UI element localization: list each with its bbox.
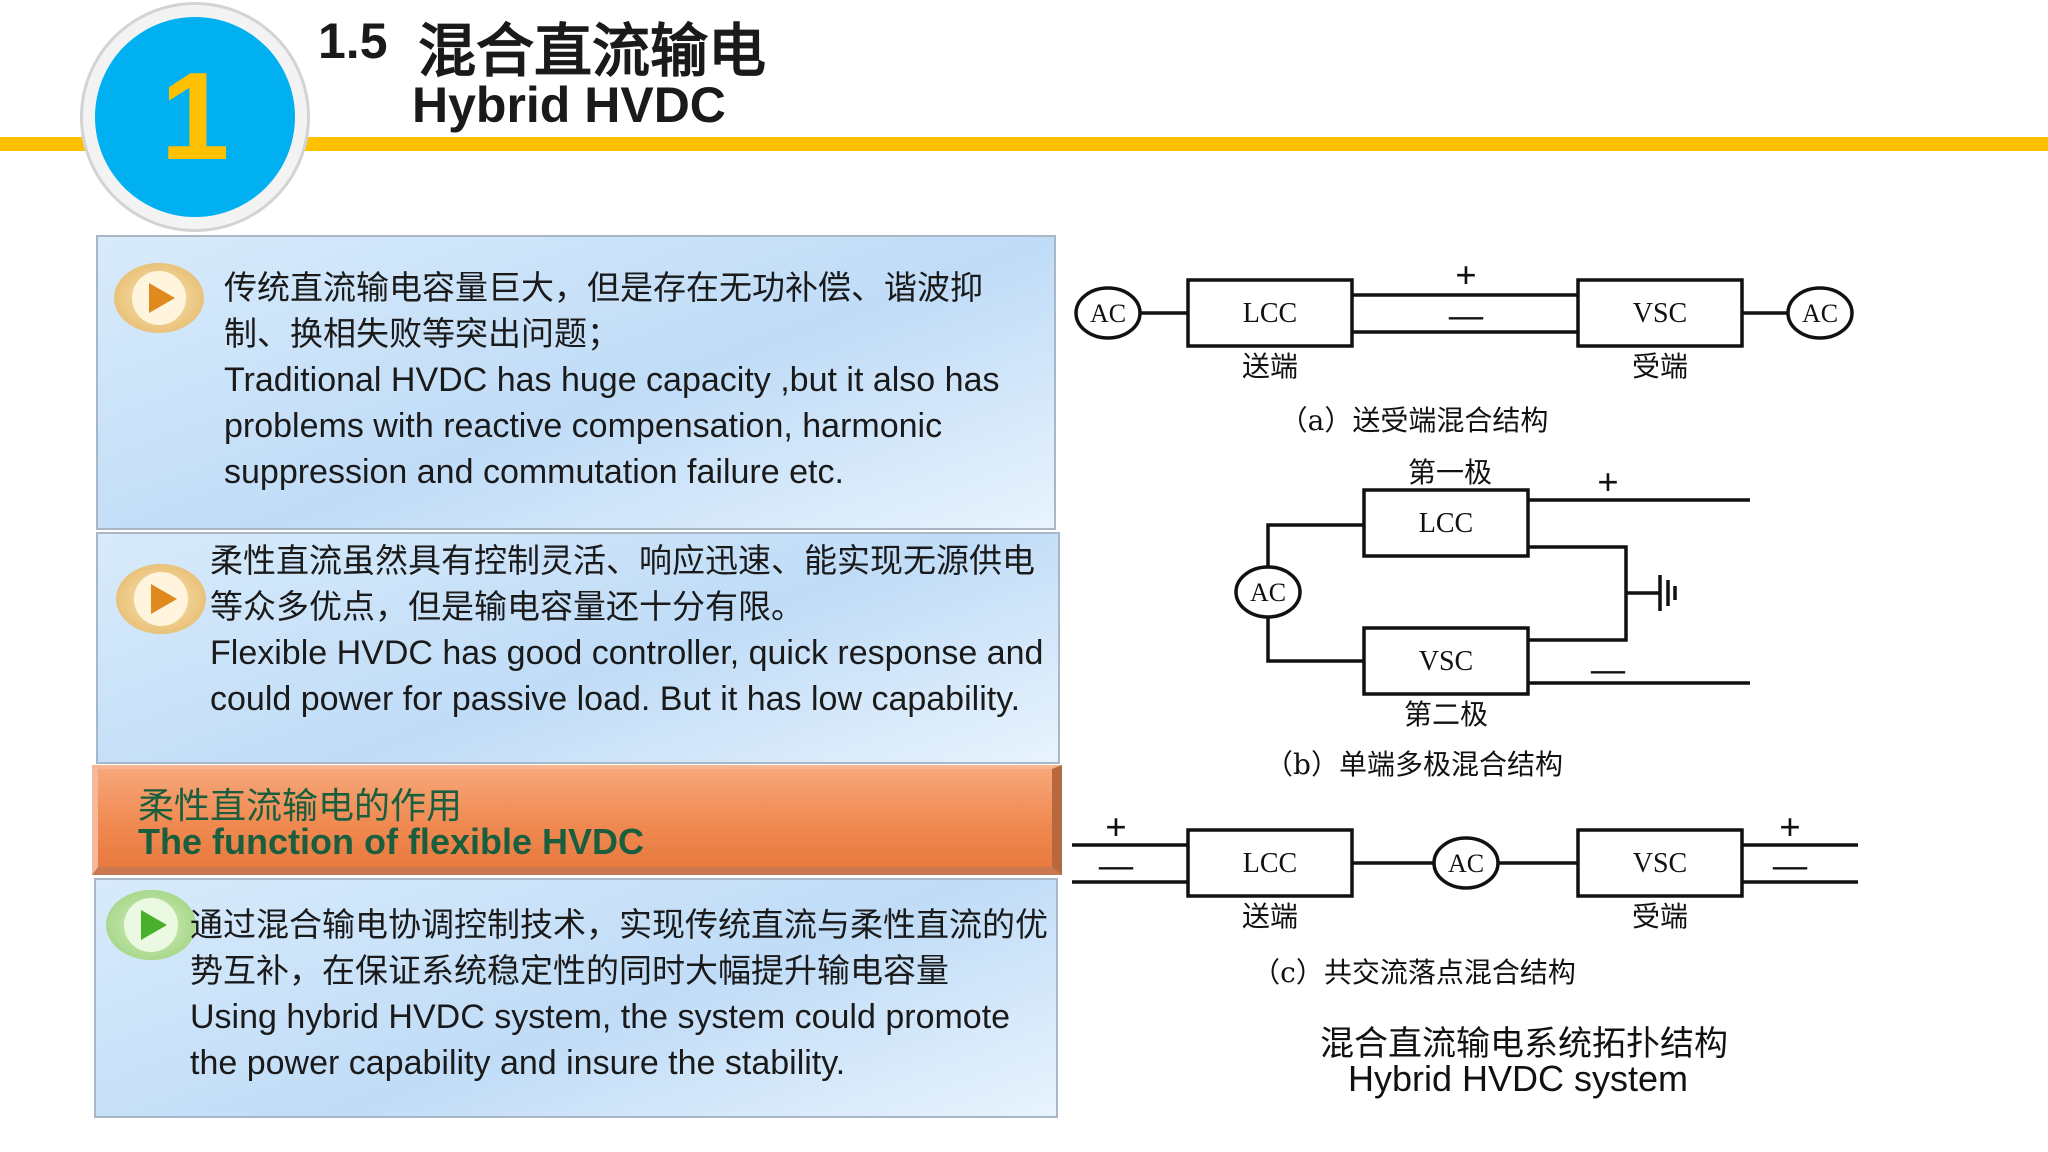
polarity-minus: — xyxy=(1448,297,1484,334)
lcc-label: LCC xyxy=(1243,298,1297,329)
section-number: 1.5 xyxy=(318,13,388,69)
panel-text-cn: 通过混合输电协调控制技术，实现传统直流与柔性直流的优势互补，在保证系统稳定性的同… xyxy=(190,905,1048,990)
sending-end-label: 送端 xyxy=(1242,350,1298,383)
caption-c: （c）共交流落点混合结构 xyxy=(1252,956,1576,989)
polarity-plus: + xyxy=(1105,807,1127,849)
play-icon xyxy=(114,263,204,333)
pole-one-label: 第一极 xyxy=(1408,456,1492,489)
polarity-plus: + xyxy=(1455,255,1477,297)
vsc-label: VSC xyxy=(1633,848,1687,879)
ac-source-a-right xyxy=(1786,286,1854,340)
panel-text-cn: 柔性直流虽然具有控制灵活、响应迅速、能实现无源供电等众多优点，但是输电容量还十分… xyxy=(210,541,1035,626)
sending-end-label: 送端 xyxy=(1242,900,1298,933)
polarity-plus: + xyxy=(1597,462,1619,504)
lcc-label: LCC xyxy=(1419,508,1473,539)
page-title-en: Hybrid HVDC xyxy=(412,77,726,133)
polarity-plus: + xyxy=(1779,807,1801,849)
panel-text-en: Using hybrid HVDC system, the system cou… xyxy=(190,998,1011,1082)
lcc-box-a xyxy=(1186,278,1354,348)
header-accent-bar xyxy=(0,137,2048,151)
figure-caption-cn: 混合直流输电系统拓扑结构 xyxy=(1320,1024,1728,1064)
vsc-label: VSC xyxy=(1419,646,1473,677)
ac-label: AC xyxy=(1448,849,1484,878)
vsc-box-c xyxy=(1576,828,1744,898)
function-banner-cn: 柔性直流输电的作用 xyxy=(138,786,463,827)
section-badge: 1 xyxy=(80,2,310,232)
play-icon xyxy=(116,564,206,634)
page-title-cn: 混合直流输电 xyxy=(418,17,767,85)
panel-text: 传统直流输电容量巨大，但是存在无功补偿、谐波抑制、换相失败等突出问题； Trad… xyxy=(224,265,1044,495)
panel-text-en: Traditional HVDC has huge capacity ,but … xyxy=(224,361,1000,491)
caption-b: （b）单端多极混合结构 xyxy=(1265,748,1563,781)
info-panel-flexible: 柔性直流虽然具有控制灵活、响应迅速、能实现无源供电等众多优点，但是输电容量还十分… xyxy=(96,532,1060,764)
caption-a: （a）送受端混合结构 xyxy=(1280,404,1549,437)
ac-label: AC xyxy=(1090,299,1126,328)
receiving-end-label: 受端 xyxy=(1632,350,1688,383)
receiving-end-label: 受端 xyxy=(1632,900,1688,933)
play-icon xyxy=(106,890,196,960)
panel-text-cn: 传统直流输电容量巨大，但是存在无功补偿、谐波抑制、换相失败等突出问题； xyxy=(224,268,983,353)
vsc-label: VSC xyxy=(1633,298,1687,329)
info-panel-hybrid: 通过混合输电协调控制技术，实现传统直流与柔性直流的优势互补，在保证系统稳定性的同… xyxy=(94,878,1058,1118)
lcc-label: LCC xyxy=(1243,848,1297,879)
figure-caption-en: Hybrid HVDC system xyxy=(1348,1058,1689,1099)
ac-label: AC xyxy=(1250,578,1286,607)
function-banner-en: The function of flexible HVDC xyxy=(138,821,645,862)
lcc-box-b xyxy=(1362,488,1530,558)
section-badge-number: 1 xyxy=(95,17,295,217)
polarity-minus: — xyxy=(1590,651,1626,688)
polarity-minus: — xyxy=(1772,847,1808,884)
panel-text: 通过混合输电协调控制技术，实现传统直流与柔性直流的优势互补，在保证系统稳定性的同… xyxy=(190,902,1050,1086)
panel-text: 柔性直流虽然具有控制灵活、响应迅速、能实现无源供电等众多优点，但是输电容量还十分… xyxy=(210,538,1050,722)
function-banner: 柔性直流输电的作用 The function of flexible HVDC xyxy=(92,765,1062,875)
info-panel-traditional: 传统直流输电容量巨大，但是存在无功补偿、谐波抑制、换相失败等突出问题； Trad… xyxy=(96,235,1056,530)
pole-two-label: 第二极 xyxy=(1404,698,1488,731)
ac-label: AC xyxy=(1802,299,1838,328)
panel-text-en: Flexible HVDC has good controller, quick… xyxy=(210,634,1044,718)
polarity-minus: — xyxy=(1098,847,1134,884)
hybrid-hvdc-topology-diagram: AC LCC VSC AC + — 送端 受端 （a）送受端混合结构 第一极 L… xyxy=(1072,255,1858,989)
